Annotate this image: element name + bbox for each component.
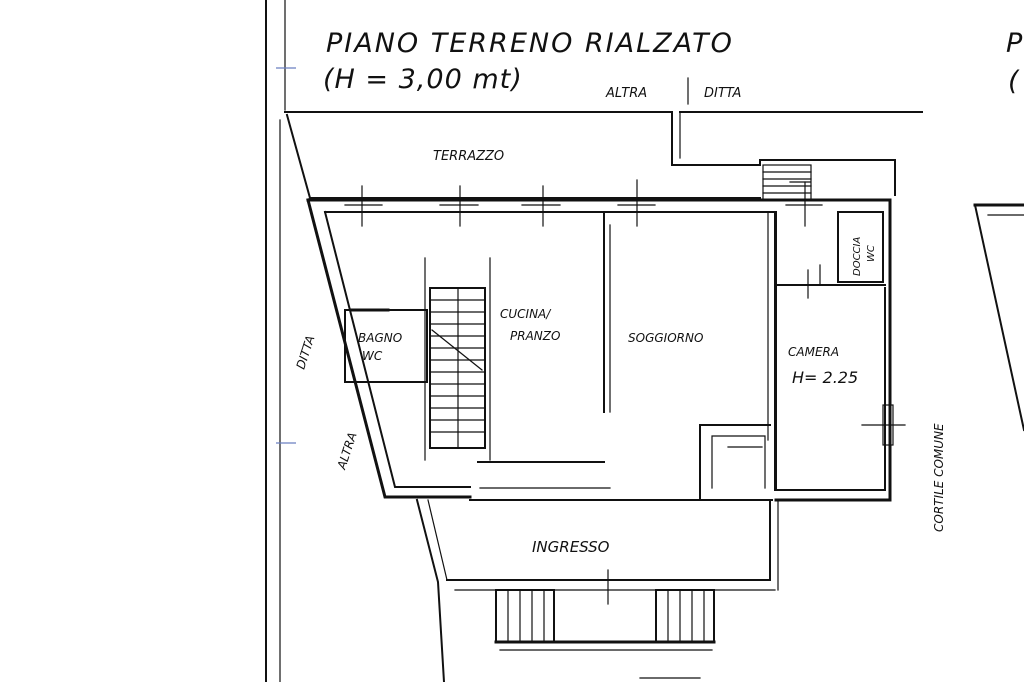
plan-title: PIANO TERRENO RIALZATO [326, 28, 734, 59]
terrace-outline [285, 113, 761, 199]
outer-wall-left [306, 198, 472, 499]
room-label-terrace: TERRAZZO [433, 149, 504, 164]
entrance-bottom [446, 501, 771, 581]
second-plan-subtitle-fragment: ( [1008, 66, 1020, 97]
room-label-kitchen: CUCINA/ [500, 307, 552, 321]
second-plan-wall-left [973, 203, 1024, 432]
second-plan-title-fragment: P [1006, 28, 1023, 59]
window-marks [344, 179, 823, 227]
left-wall-label-lower: ALTRA [334, 430, 359, 471]
room-label-kitchen-2: PRANZO [510, 329, 560, 343]
living-corner-wall [699, 424, 771, 501]
neighbor-label-right: DITTA [704, 86, 741, 101]
entry-closet [711, 435, 766, 489]
room-label-bedroom-height: H= 2.25 [792, 368, 858, 387]
right-side-label: CORTILE COMUNE [932, 423, 946, 532]
bathroom-walls [344, 309, 428, 383]
room-label-entrance: INGRESSO [532, 538, 610, 556]
entrance-boundary-left-2 [427, 499, 448, 581]
room-label-bedroom: CAMERA [788, 345, 839, 359]
internal-stair [424, 257, 491, 461]
shower-wc-walls [837, 211, 884, 283]
neighbor-label-left: ALTRA [605, 86, 647, 101]
entrance-boundary-left [415, 498, 446, 684]
property-boundary-top [284, 111, 896, 196]
plan-subtitle: (H = 3,00 mt) [323, 64, 523, 95]
left-wall-label-upper: DITTA [294, 334, 318, 371]
outer-wall-left-inner [323, 210, 471, 488]
room-label-shower-wc: WC [866, 245, 877, 262]
room-label-living: SOGGIORNO [628, 331, 703, 345]
room-label-bathroom-wc: WC [362, 349, 383, 363]
terrace-stair [762, 164, 812, 201]
room-label-bathroom: BAGNO [358, 331, 402, 345]
room-label-shower: DOCCIA [852, 237, 863, 276]
front-steps-left [495, 589, 555, 643]
front-steps-right [655, 589, 715, 643]
outer-wall [306, 198, 892, 502]
